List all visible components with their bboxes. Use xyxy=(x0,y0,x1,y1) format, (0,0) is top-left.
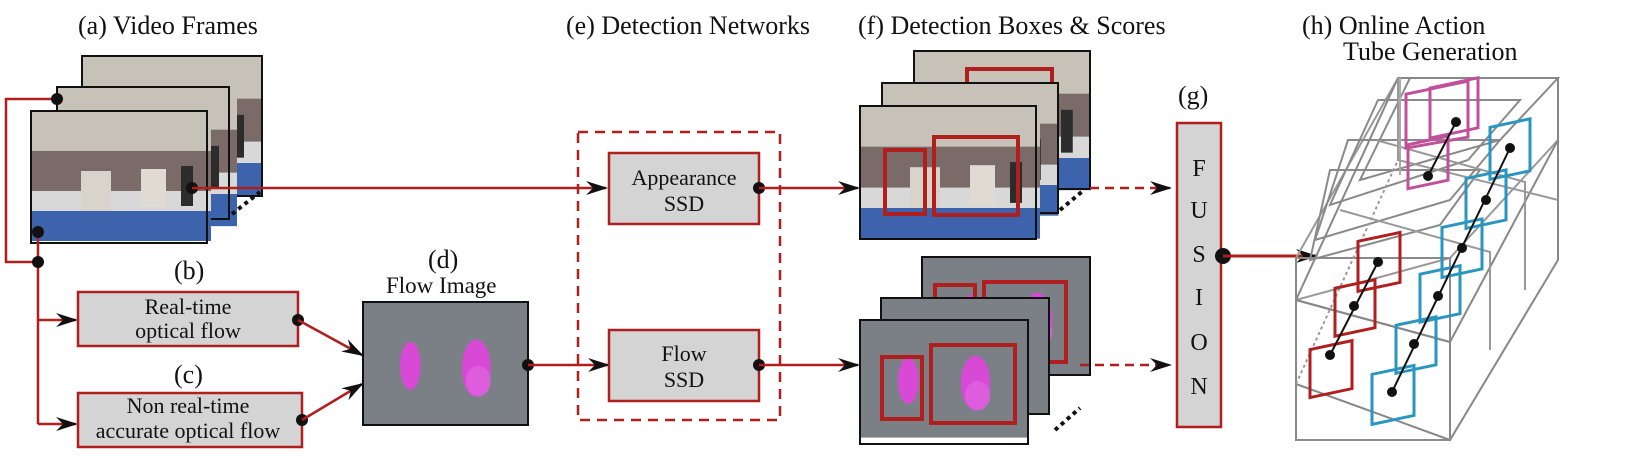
label-d: (d) xyxy=(428,245,458,274)
tube-node xyxy=(1349,301,1359,311)
tube-box xyxy=(1428,76,1480,140)
realtime-line1: Real-time xyxy=(145,294,232,319)
appearance-line2: SSD xyxy=(664,191,704,216)
tube-box xyxy=(1356,230,1402,294)
arrow-nonrealtime-to-flow xyxy=(301,382,364,422)
label-h-line1: (h) Online Action xyxy=(1302,11,1485,40)
label-h-line2: Tube Generation xyxy=(1343,37,1518,66)
nonrealtime-line1: Non real-time xyxy=(127,393,250,418)
fusion-letters: F U S I O N xyxy=(1190,156,1207,400)
tube-box xyxy=(1464,168,1508,231)
arrow-realtime-to-flow xyxy=(297,318,364,357)
tube-red xyxy=(1308,230,1402,400)
detection-box xyxy=(883,148,927,216)
tube-node xyxy=(1409,339,1419,349)
appearance-line1: Appearance xyxy=(631,165,736,190)
flow-ssd-line2: SSD xyxy=(664,367,704,392)
fusion-letter: O xyxy=(1190,330,1207,356)
tube-box xyxy=(1308,338,1354,400)
label-detection-networks: (e) Detection Networks xyxy=(566,11,810,40)
connector-dot xyxy=(51,93,63,105)
fusion-letter: U xyxy=(1190,198,1207,224)
tube-link xyxy=(1391,147,1511,393)
detection-networks-dashed-box xyxy=(576,130,782,422)
tube-blue xyxy=(1370,116,1532,427)
fusion-letter: F xyxy=(1192,156,1205,182)
tube-node xyxy=(1373,257,1383,267)
label-detection-boxes: (f) Detection Boxes & Scores xyxy=(858,11,1166,40)
connector-dot xyxy=(32,256,44,268)
video-frame-front xyxy=(30,110,211,244)
flow-image xyxy=(362,301,529,426)
tube-box xyxy=(1333,277,1377,339)
label-flow-image: Flow Image xyxy=(386,273,497,298)
flow-ssd-line1: Flow xyxy=(661,341,706,366)
realtime-line2: optical flow xyxy=(135,318,241,343)
tube-node xyxy=(1481,195,1491,205)
flow-ssd-box: Flow SSD xyxy=(607,328,761,403)
tube-box xyxy=(1418,263,1462,324)
tube-node xyxy=(1457,243,1467,253)
fusion-box xyxy=(1175,121,1223,429)
ellipsis-dots xyxy=(230,190,262,216)
tube-node xyxy=(1423,171,1433,181)
tube-box xyxy=(1394,314,1438,376)
label-c: (c) xyxy=(174,360,203,389)
realtime-optical-flow-box: Real-time optical flow xyxy=(76,290,300,348)
tube-magenta xyxy=(1404,76,1480,191)
tube-box xyxy=(1406,134,1450,191)
detection-box xyxy=(929,343,1017,425)
tube-box xyxy=(1488,116,1532,182)
tube-node xyxy=(1505,143,1515,153)
tube-node xyxy=(1433,291,1443,301)
ellipsis-dots xyxy=(1058,188,1086,212)
fusion-letter: S xyxy=(1192,242,1205,268)
appearance-ssd-box: Appearance SSD xyxy=(607,151,761,226)
ellipsis-dots xyxy=(1053,406,1082,432)
tube-box xyxy=(1440,217,1484,280)
label-video-frames: (a) Video Frames xyxy=(78,11,258,40)
detection-box xyxy=(880,355,924,421)
appearance-detections-stack xyxy=(859,50,1091,240)
nonrealtime-optical-flow-box: Non real-time accurate optical flow xyxy=(76,391,304,449)
label-b: (b) xyxy=(174,256,204,285)
detection-box xyxy=(932,135,1020,217)
connector-dot xyxy=(32,226,44,238)
nonrealtime-line2: accurate optical flow xyxy=(96,418,281,443)
tube-node xyxy=(1387,387,1397,397)
tube-node xyxy=(1325,350,1335,360)
flow-detections-stack xyxy=(859,256,1091,445)
tube-node xyxy=(1451,117,1461,127)
tube-link xyxy=(1427,121,1457,177)
video-frames-stack xyxy=(30,55,263,244)
tube-box xyxy=(1370,363,1416,427)
frames-feedback-line xyxy=(4,97,57,264)
tube-generation-cube xyxy=(1295,77,1561,442)
fusion-letter: I xyxy=(1195,285,1203,311)
label-g: (g) xyxy=(1178,81,1208,110)
fusion-letter: N xyxy=(1190,374,1207,400)
